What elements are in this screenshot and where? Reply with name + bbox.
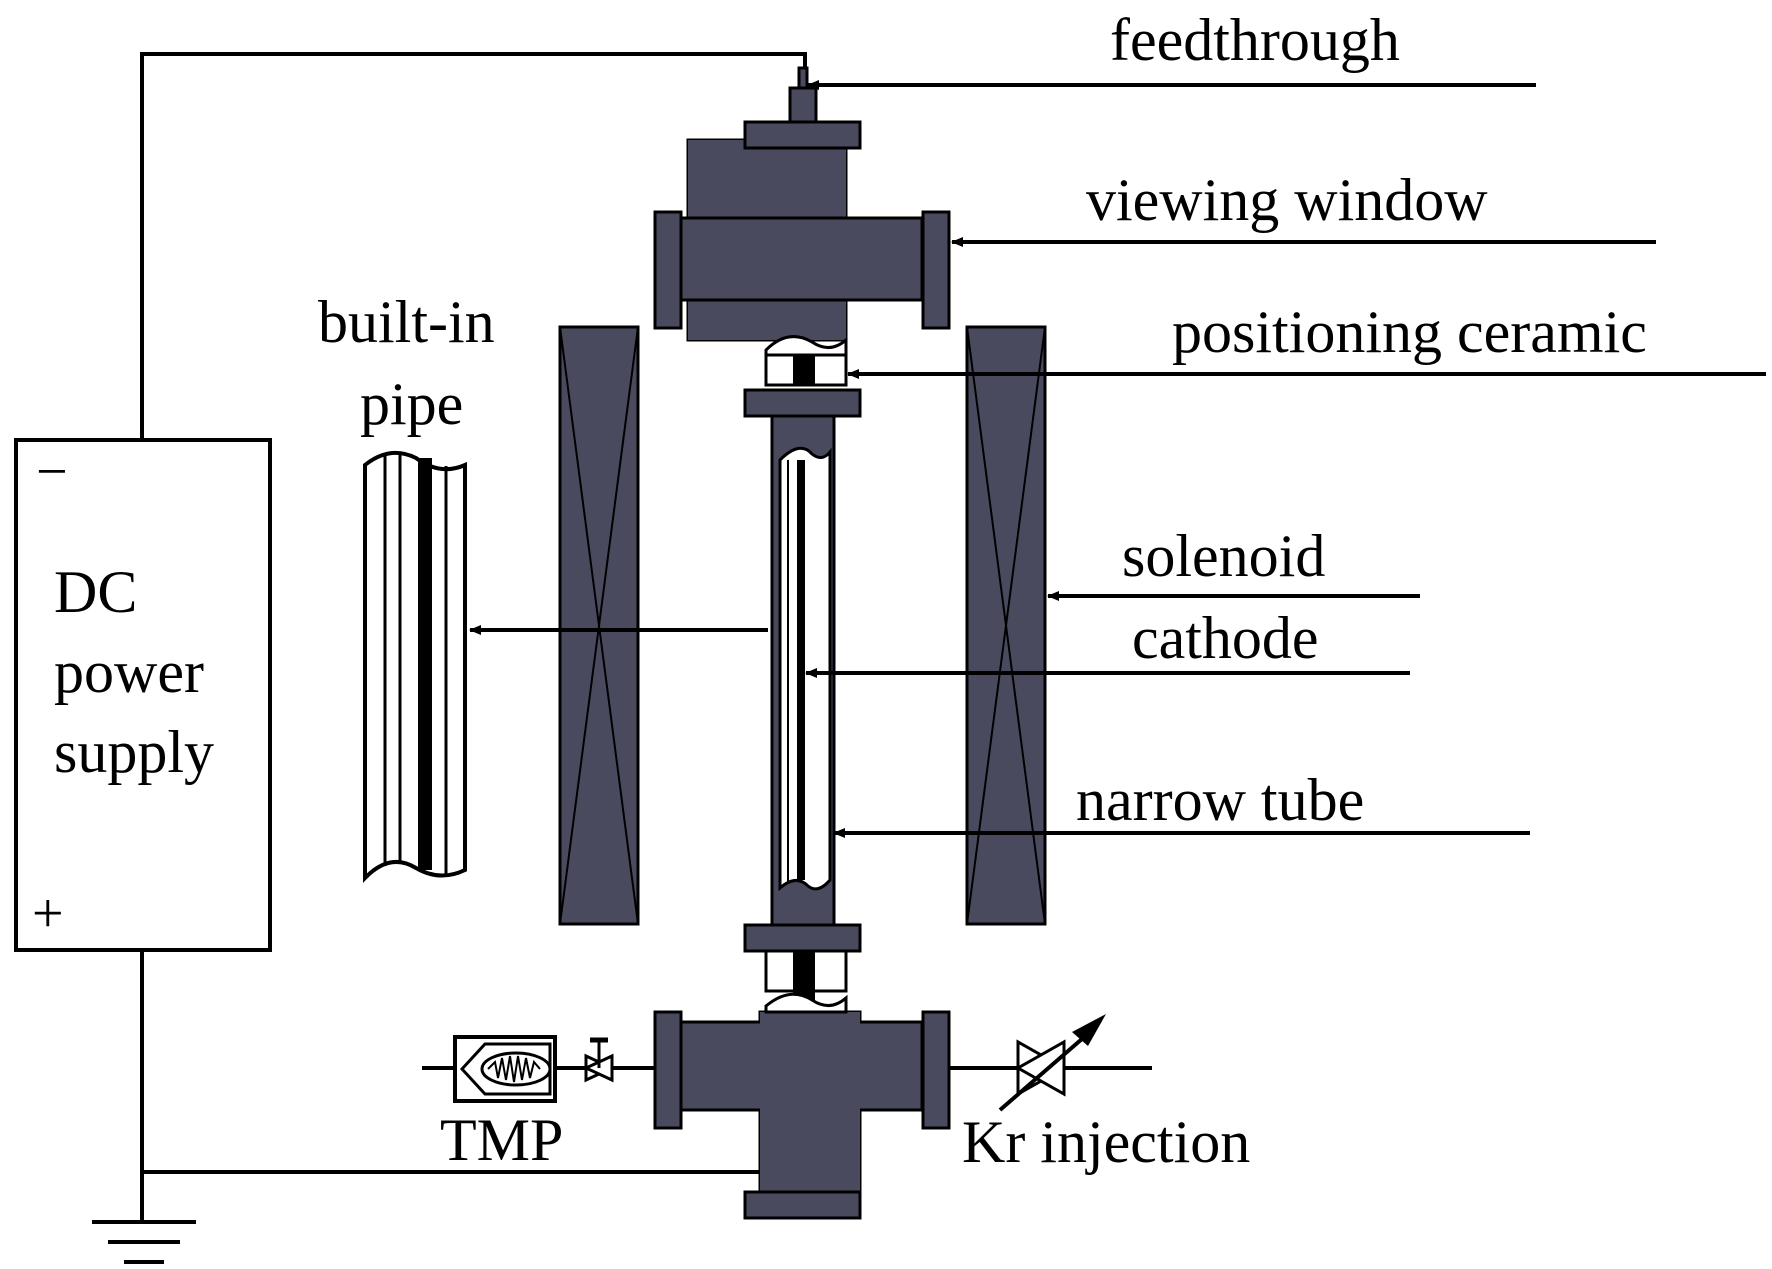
bottom-cross-chamber — [670, 992, 924, 1204]
feedthrough-label: feedthrough — [1110, 7, 1400, 73]
viewing-window-label: viewing window — [1086, 167, 1488, 233]
callout-feedthrough: feedthrough — [807, 7, 1536, 90]
dc-label-line-3: supply — [54, 719, 214, 785]
dc-label-line-2: power — [54, 639, 204, 705]
built-in-label-line-2: pipe — [360, 371, 463, 437]
callout-cathode: cathode — [805, 605, 1410, 678]
power-wiring — [140, 52, 807, 1174]
bottom-flange — [743, 1190, 862, 1220]
solenoid-coil-right — [965, 325, 1047, 926]
upper-flange — [743, 388, 862, 418]
top-cross-chamber — [670, 138, 924, 342]
cathode-label: cathode — [1132, 605, 1319, 671]
kr-injection-label: Kr injection — [962, 1109, 1250, 1175]
tmp-valve-icon — [582, 1037, 616, 1083]
bottom-flange-left — [653, 1010, 683, 1130]
callout-viewing-window: viewing window — [951, 167, 1656, 247]
dc-power-supply: − DC power supply + — [14, 438, 272, 952]
callout-narrow-tube: narrow tube — [833, 767, 1530, 838]
needle-valve-icon — [998, 1014, 1106, 1112]
tmp-label: TMP — [440, 1107, 563, 1173]
built-in-pipe-illustration: built-in pipe — [318, 289, 495, 883]
viewing-window-flange-right — [921, 210, 951, 330]
bottom-flange-right — [921, 1010, 951, 1130]
callout-solenoid: solenoid — [1047, 523, 1420, 601]
built-in-label-line-1: built-in — [318, 289, 495, 355]
dc-plus-sign: + — [32, 883, 64, 945]
tmp-pump-line — [422, 1035, 655, 1103]
viewing-window-flange-left — [653, 210, 683, 330]
positioning-ceramic-bottom — [764, 949, 848, 1011]
solenoid-label: solenoid — [1122, 523, 1325, 589]
feedthrough — [788, 66, 818, 124]
positioning-ceramic-top — [764, 335, 848, 387]
positioning-ceramic-label: positioning ceramic — [1172, 299, 1647, 365]
callout-positioning-ceramic: positioning ceramic — [847, 299, 1766, 379]
narrow-tube-label: narrow tube — [1076, 767, 1364, 833]
feedthrough-flange — [743, 120, 862, 150]
ground-icon — [92, 1172, 196, 1264]
dc-label-line-1: DC — [54, 559, 137, 625]
lower-flange — [743, 923, 862, 953]
dc-minus-sign: − — [36, 441, 68, 503]
solenoid-coil-left — [558, 325, 640, 926]
